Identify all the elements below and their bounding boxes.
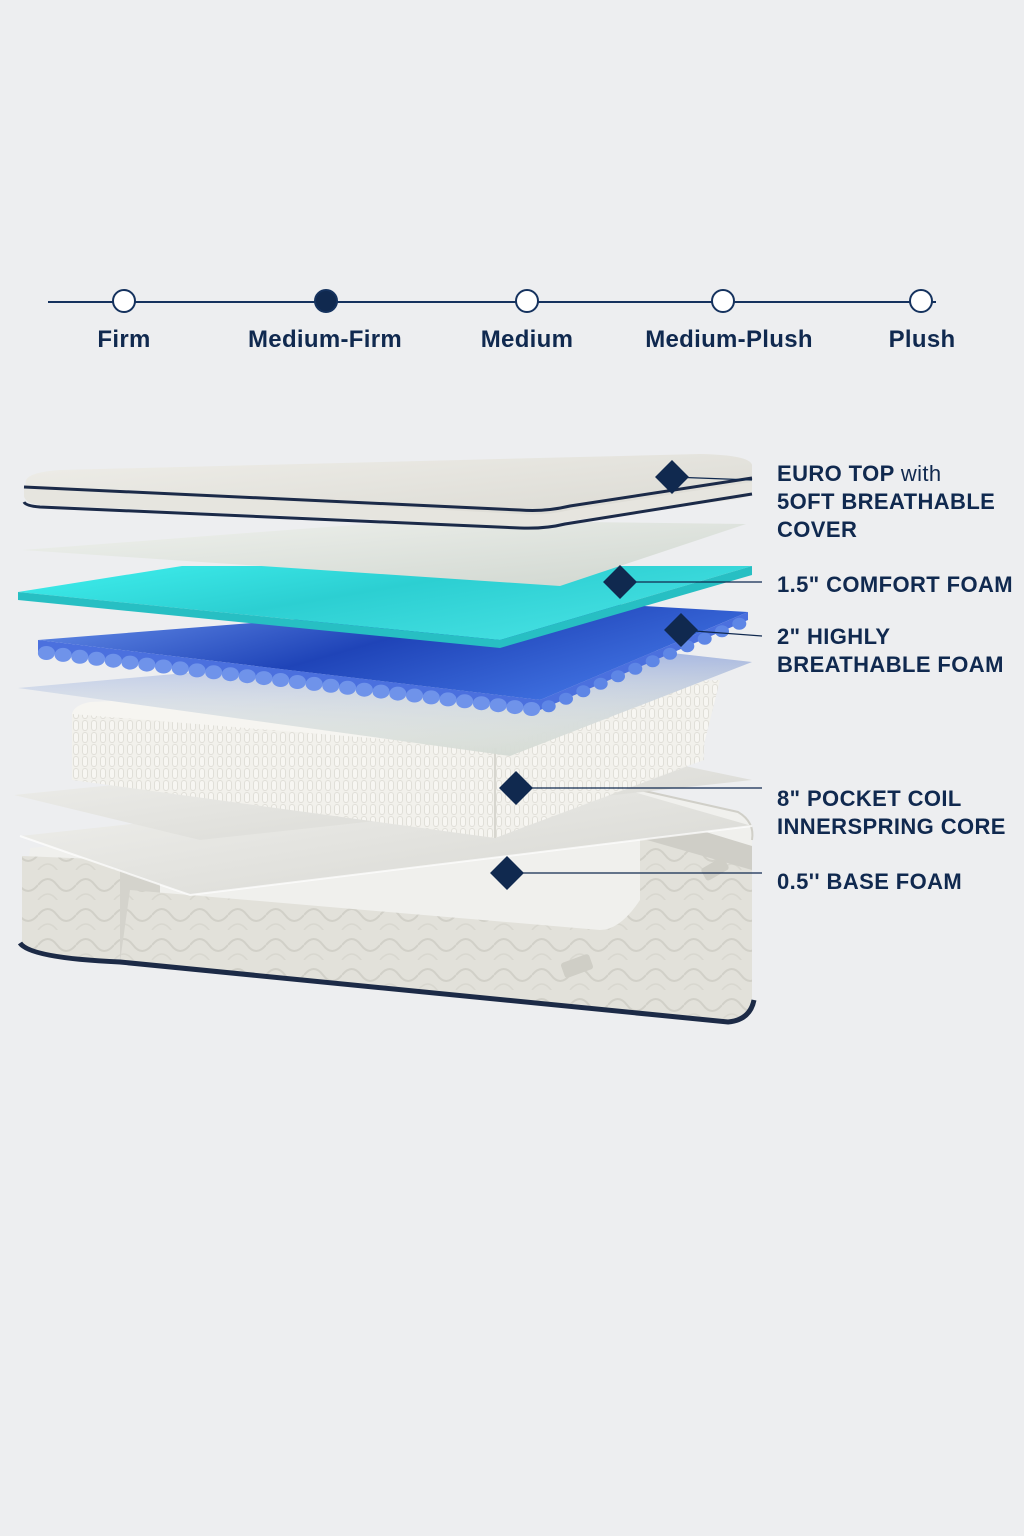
foam-scallop — [697, 632, 712, 645]
foam-scallop — [541, 700, 556, 713]
foam-scallop — [406, 688, 423, 703]
breathable-foam-callout: 2" HIGHLY BREATHABLE FOAM — [777, 623, 1004, 679]
firmness-option-medium-label[interactable]: Medium — [480, 326, 574, 353]
base-foam-callout-line1: 0.5'' BASE FOAM — [777, 869, 963, 894]
foam-scallop — [732, 617, 747, 630]
foam-scallop — [188, 663, 206, 678]
firmness-option-medium-plush-label[interactable]: Medium-Plush — [645, 326, 813, 353]
foam-scallop — [715, 625, 729, 638]
foam-scallop — [472, 696, 490, 711]
pocket-coil-callout-line1: 8" POCKET COIL — [777, 786, 962, 811]
pocket-coil-callout: 8" POCKET COIL INNERSPRING CORE — [777, 785, 1006, 841]
mattress-layers-illustration — [14, 454, 763, 1025]
foam-scallop — [422, 690, 440, 705]
euro-top-callout-line3: COVER — [777, 517, 858, 542]
base-foam-marker-icon[interactable] — [490, 856, 524, 890]
base-foam-callout: 0.5'' BASE FOAM — [777, 868, 962, 896]
upper-separator-sheet — [22, 520, 746, 586]
foam-scallop — [322, 678, 340, 693]
foam-scallop — [71, 649, 89, 664]
firmness-option-medium-firm-dot[interactable] — [314, 289, 338, 313]
foam-scallop — [645, 655, 660, 668]
comfort-foam-callout-line1: 1.5" COMFORT FOAM — [777, 572, 1014, 597]
foam-scallop — [121, 655, 139, 670]
breathable-foam-callout-line2: BREATHABLE FOAM — [777, 652, 1004, 677]
euro-top-callout-light: with — [900, 461, 942, 486]
firmness-scale-track — [48, 301, 936, 303]
euro-top-callout-bold: EURO TOP — [777, 461, 895, 486]
foam-scallop — [54, 647, 72, 662]
foam-scallop — [506, 700, 524, 715]
firmness-option-medium-plush-dot[interactable] — [711, 289, 735, 313]
foam-scallop — [523, 702, 541, 716]
euro-top-layer — [22, 454, 753, 530]
euro-top-marker-icon[interactable] — [655, 460, 689, 494]
foam-scallop — [255, 671, 273, 686]
foam-scallop — [305, 676, 323, 691]
foam-scallop — [238, 669, 256, 684]
foam-scallop — [104, 653, 122, 668]
comfort-foam-layer — [18, 566, 752, 648]
foam-scallop — [37, 646, 55, 660]
breathable-foam-marker-icon[interactable] — [664, 613, 698, 647]
foam-scallop — [88, 651, 106, 666]
firmness-option-plush-dot[interactable] — [909, 289, 933, 313]
foam-scallop — [272, 673, 290, 687]
comfort-foam-callout: 1.5" COMFORT FOAM — [777, 571, 1013, 599]
comfort-foam-marker-icon[interactable] — [603, 565, 637, 599]
breathable-foam-callout-line1: 2" HIGHLY — [777, 624, 891, 649]
foam-scallop — [456, 694, 474, 709]
firmness-option-medium-firm-label[interactable]: Medium-Firm — [248, 326, 402, 353]
firmness-scale: Firm Medium-Firm Medium Medium-Plush Plu… — [0, 0, 1024, 400]
foam-scallop — [221, 667, 239, 682]
firmness-option-firm-dot[interactable] — [112, 289, 136, 313]
foam-scallop — [489, 698, 507, 713]
foam-scallop — [663, 647, 677, 660]
foam-scallop — [559, 692, 573, 705]
foam-scallop — [339, 680, 357, 695]
foam-scallop — [611, 670, 625, 683]
foam-scallop — [155, 659, 172, 674]
foam-scallop — [389, 686, 407, 701]
firmness-option-firm-label[interactable]: Firm — [97, 326, 151, 353]
callout-markers — [490, 460, 763, 890]
foam-scallop — [372, 684, 390, 699]
euro-top-callout-line2: 5OFT BREATHABLE — [777, 489, 996, 514]
foam-scallop — [288, 675, 306, 689]
foam-scallop — [593, 677, 608, 690]
pocket-coil-marker-icon[interactable] — [499, 771, 533, 805]
firmness-option-medium-dot[interactable] — [515, 289, 539, 313]
foam-scallop — [205, 665, 223, 680]
euro-top-callout: EURO TOP with 5OFT BREATHABLE COVER — [777, 460, 995, 544]
foam-scallop — [355, 682, 373, 697]
foam-scallop — [576, 685, 591, 698]
firmness-option-plush-label[interactable]: Plush — [888, 326, 956, 353]
foam-scallop — [171, 661, 189, 676]
foam-scallop — [628, 662, 643, 675]
pocket-coil-callout-line2: INNERSPRING CORE — [777, 814, 1006, 839]
foam-scallop — [138, 657, 156, 672]
foam-scallop — [439, 692, 457, 707]
